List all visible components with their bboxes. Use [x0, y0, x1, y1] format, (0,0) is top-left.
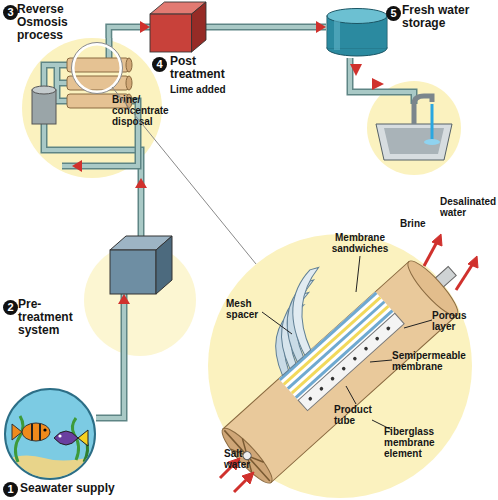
part-label: Product tube: [334, 404, 386, 426]
membrane-element: [176, 200, 476, 489]
process-box: Post treatmentLime added: [150, 2, 206, 52]
pipe-fill: [96, 294, 124, 418]
storage-tank: Fresh water storage: [326, 8, 388, 58]
water-stream: [431, 104, 434, 140]
process-box: Pre-treatment system: [110, 236, 172, 294]
callout-number: 1: [3, 482, 18, 497]
product-tube: [298, 313, 404, 410]
tap-pipe: [350, 58, 414, 104]
callout-number: 4: [152, 57, 167, 72]
pipe-outline: [96, 294, 124, 418]
membrane-layer: [295, 310, 394, 399]
fiberglass-shell: [223, 262, 457, 483]
pipe-connector: [135, 178, 147, 236]
process-circle: Reverse Osmosis processBrine/ concentrat…: [22, 38, 162, 178]
water-splash: [424, 139, 440, 145]
node-title: Seawater supply: [20, 482, 140, 495]
part-label: Salt water: [224, 448, 266, 470]
arrow-head: [316, 21, 326, 33]
cube-shape: [110, 236, 172, 294]
arrow-head: [140, 21, 150, 33]
flow-arrow: [350, 64, 362, 76]
callout-number: 3: [3, 5, 18, 20]
pipe-outline: [350, 58, 414, 104]
node-note: Lime added: [170, 84, 240, 95]
tube-holes: [308, 326, 391, 401]
membrane-sheet: [265, 265, 356, 356]
pretreatment-halo: [84, 244, 196, 356]
arrow-head: [118, 294, 130, 304]
sink-basin: [376, 124, 452, 160]
cube-shape: [150, 2, 206, 52]
callout-number: 5: [386, 6, 401, 21]
end-spokes: [218, 425, 275, 486]
part-label: Brine: [400, 218, 436, 229]
tank-shape: [326, 8, 388, 58]
supply-node: Seawater supply: [4, 388, 96, 480]
node-title: Pre-treatment system: [18, 298, 84, 338]
pipe-connector: [109, 21, 150, 38]
part-label: Membrane sandwiches: [322, 232, 398, 254]
part-label: Porous layer: [432, 310, 478, 332]
pipe-connector: [206, 21, 326, 33]
part-label: Fiberglass membrane element: [384, 426, 472, 459]
part-label: Desalinated water: [440, 196, 498, 218]
pipe-outline: [206, 24, 326, 31]
leader-lines: [262, 256, 432, 430]
pipe-connector: [96, 294, 130, 418]
part-label: Semipermeable membrane: [392, 350, 482, 372]
node-note: Brine/ concentrate disposal: [112, 94, 192, 127]
sea-circle: [4, 388, 96, 480]
faucet: [414, 96, 432, 124]
flow-arrow: [372, 78, 384, 90]
node-title: Post treatment: [170, 55, 240, 81]
shell-inlet-end: [216, 423, 278, 489]
sink-drawing: [376, 96, 452, 160]
part-label: Mesh spacer: [226, 298, 270, 320]
node-title: Fresh water storage: [402, 4, 484, 30]
callout-number: 2: [3, 300, 18, 315]
pipe-fill: [206, 25, 326, 29]
node-title: Reverse Osmosis process: [17, 3, 97, 43]
arrow-head: [135, 178, 147, 188]
sink-bowl: [384, 128, 444, 154]
pipe-fill: [350, 58, 414, 104]
